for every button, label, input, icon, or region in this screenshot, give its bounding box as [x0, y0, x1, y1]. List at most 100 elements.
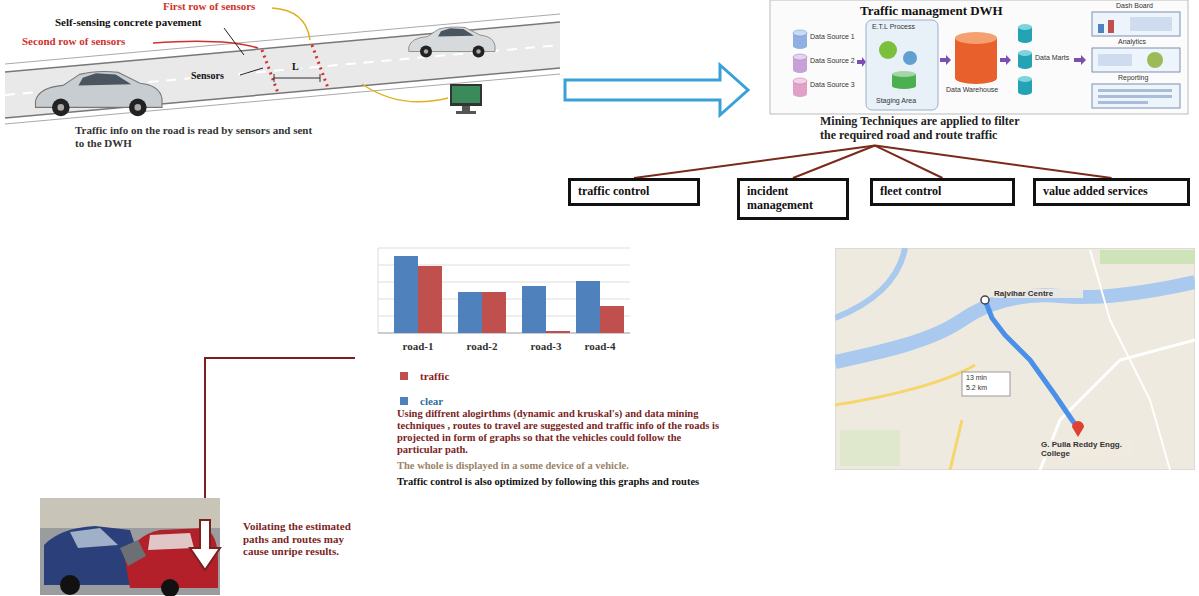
- dashboard-screen: [1098, 95, 1172, 98]
- computer: [450, 84, 482, 114]
- car: [78, 73, 131, 85]
- sensor-wire: [362, 84, 448, 102]
- leader-line: [224, 28, 244, 55]
- computer: [450, 84, 482, 106]
- etl-box: [866, 20, 938, 110]
- car: [438, 28, 474, 36]
- map-label: 13 min: [966, 374, 1008, 382]
- component-label: Data Marts: [1035, 54, 1075, 62]
- etl-box: [892, 71, 916, 77]
- axis-label: road-3: [521, 340, 571, 353]
- note-text: Using diffrent alogirthms (dynamic and k…: [397, 408, 727, 456]
- hollow-arrow: [565, 65, 748, 115]
- road-scene: [5, 22, 560, 72]
- dashboard-screen: [1098, 89, 1172, 92]
- route-map: [1090, 250, 1170, 470]
- leader-line: [153, 41, 258, 48]
- chart-grid: [378, 248, 379, 333]
- note-text: The whole is displayed in a some device …: [397, 460, 727, 472]
- crash-photo: [60, 575, 80, 595]
- warning-note: Voilating the estimated paths and routes…: [243, 520, 368, 558]
- component-label: Data Source 1: [810, 33, 860, 41]
- note-column: Using diffrent alogirthms (dynamic and k…: [397, 408, 727, 492]
- bar: [418, 266, 442, 333]
- data-source-icon: [793, 43, 807, 49]
- dashboard-screen: [1092, 12, 1180, 108]
- route-map: [835, 365, 975, 405]
- car: [420, 46, 432, 58]
- axis-label: road-4: [575, 340, 625, 353]
- component-label: Data Source 3: [810, 81, 860, 89]
- component-label: Analytics: [1118, 38, 1178, 46]
- node-title: Traffic managment DWH: [860, 4, 1060, 19]
- chart-grid: [378, 248, 630, 249]
- car: [129, 99, 147, 117]
- warehouse-cylinder: [955, 32, 997, 44]
- axis-label: road-1: [393, 340, 443, 353]
- dimension-line: [320, 74, 321, 82]
- bar: [394, 256, 418, 333]
- route-map: [840, 430, 900, 466]
- etl-box: [892, 83, 916, 89]
- data-mart-icon: [1018, 24, 1032, 95]
- legend-swatch: [400, 372, 408, 380]
- dashboard-screen: [1098, 54, 1132, 66]
- warehouse-cylinder: [955, 72, 997, 84]
- flow-arrow: [1074, 55, 1086, 65]
- data-source-icon: [793, 67, 807, 73]
- data-mart-icon: [1018, 76, 1032, 82]
- sensor-label: First row of sensors: [163, 0, 288, 13]
- component-label: Reporting: [1118, 74, 1178, 82]
- leader-line: [205, 358, 355, 520]
- node-title: value added services: [1043, 185, 1180, 199]
- bar: [522, 286, 546, 333]
- sensor-row: [262, 45, 328, 93]
- data-mart-icon: [1018, 24, 1032, 30]
- node-title: incident management: [747, 185, 839, 213]
- etl-box: [879, 41, 897, 59]
- process-box: traffic control: [568, 178, 700, 206]
- dimension-line: [274, 78, 320, 79]
- component-label: Staging Area: [876, 97, 936, 105]
- data-mart-icon: [1018, 89, 1032, 95]
- caption-note: Traffic info on the road is read by sens…: [75, 124, 315, 149]
- dimension-line: [274, 74, 275, 82]
- route-map: [1072, 421, 1084, 437]
- bar: [546, 331, 570, 333]
- car: [52, 99, 70, 117]
- chart-grid: [378, 248, 630, 333]
- process-box: incident management: [737, 178, 849, 220]
- node-title: fleet control: [880, 185, 1005, 199]
- hollow-arrow: [190, 520, 220, 570]
- route-map: [1100, 250, 1195, 264]
- route-map: [835, 282, 1195, 362]
- dimension-label: L: [291, 61, 301, 73]
- road-scene: [5, 14, 560, 64]
- leader-line: [240, 68, 263, 75]
- warehouse-cylinder: [955, 32, 997, 84]
- dashboard-screen: [1147, 52, 1163, 68]
- route-map: [962, 372, 1010, 396]
- crash-photo: [120, 540, 146, 566]
- route-map: [981, 296, 989, 304]
- sensor-wire: [362, 84, 448, 102]
- road-scene: [5, 22, 560, 118]
- dashboard-screen: [1098, 24, 1104, 33]
- dashboard-screen: [1092, 84, 1180, 108]
- crash-photo: [70, 528, 118, 548]
- legend-swatch: [400, 397, 408, 405]
- sensor-label: Second row of sensors: [22, 35, 152, 48]
- route-map: [835, 248, 1195, 470]
- connector-line: [793, 146, 875, 178]
- dashboard-screen: [1098, 101, 1148, 104]
- dashboard-screen: [1130, 17, 1172, 31]
- flow-arrow: [1000, 55, 1011, 65]
- component-label: Data Source 2: [810, 57, 860, 65]
- bar: [458, 292, 482, 333]
- connector-line: [875, 146, 1112, 178]
- route-map: [950, 420, 962, 470]
- leader-line: [272, 8, 310, 40]
- car: [58, 104, 65, 111]
- legend-item: traffic: [400, 366, 449, 384]
